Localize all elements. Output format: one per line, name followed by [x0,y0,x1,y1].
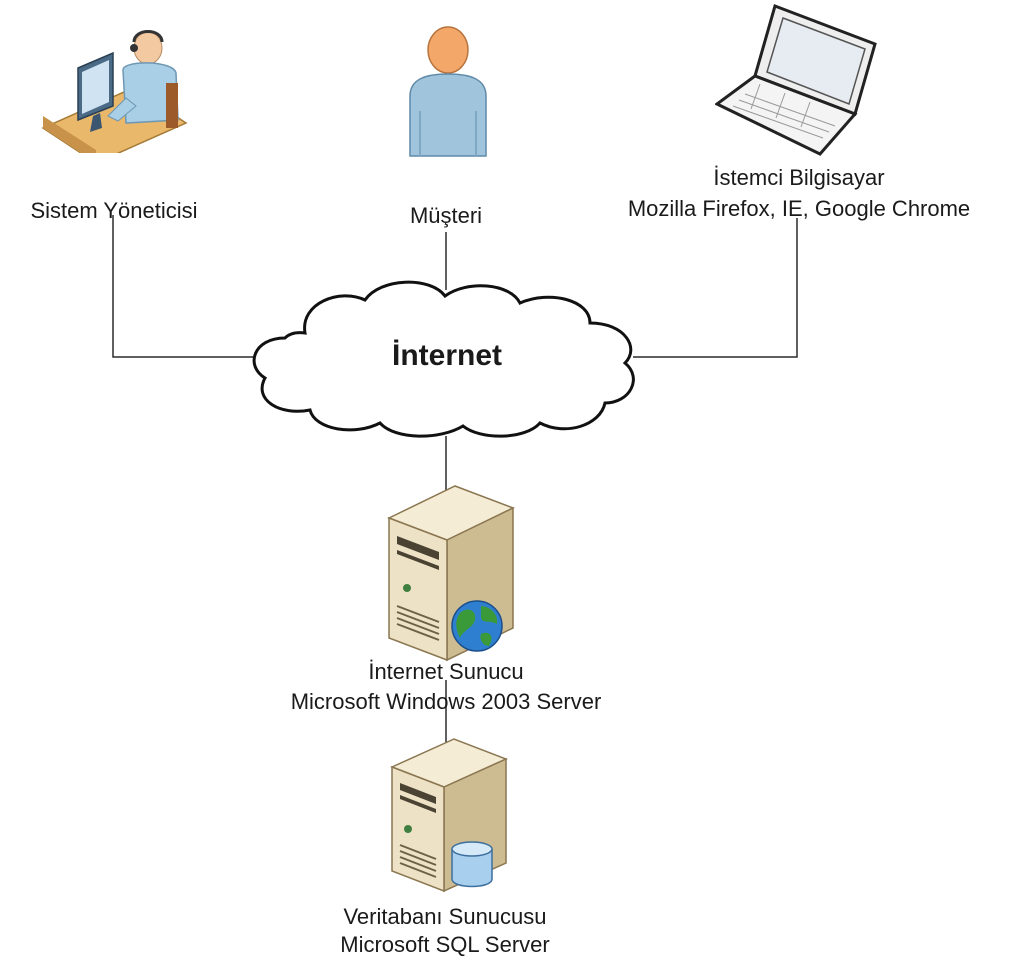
client-connector [633,218,798,358]
globe-icon [451,600,503,652]
web-server-icon [387,485,515,662]
dbserver-label-line1: Veritabanı Sunucusu [343,904,547,929]
customer-label: Müşteri [409,203,483,228]
admin-label: Sistem Yöneticisi [30,198,198,223]
admin-workstation-icon [41,30,188,153]
cloud-icon [252,280,635,438]
webserver-label-line1: İnternet Sunucu [368,659,524,684]
user-icon [409,26,487,157]
client-label-line1: İstemci Bilgisayar [713,165,885,190]
webserver-label-line2: Microsoft Windows 2003 Server [290,689,602,714]
cloud-label: İnternet [391,339,502,372]
dbserver-label-line2: Microsoft SQL Server [340,932,550,957]
client-label-line2: Mozilla Firefox, IE, Google Chrome [627,196,971,221]
database-cylinder-icon [451,841,493,888]
laptop-icon [715,4,877,156]
database-server-icon [390,738,508,893]
admin-connector [112,215,258,358]
